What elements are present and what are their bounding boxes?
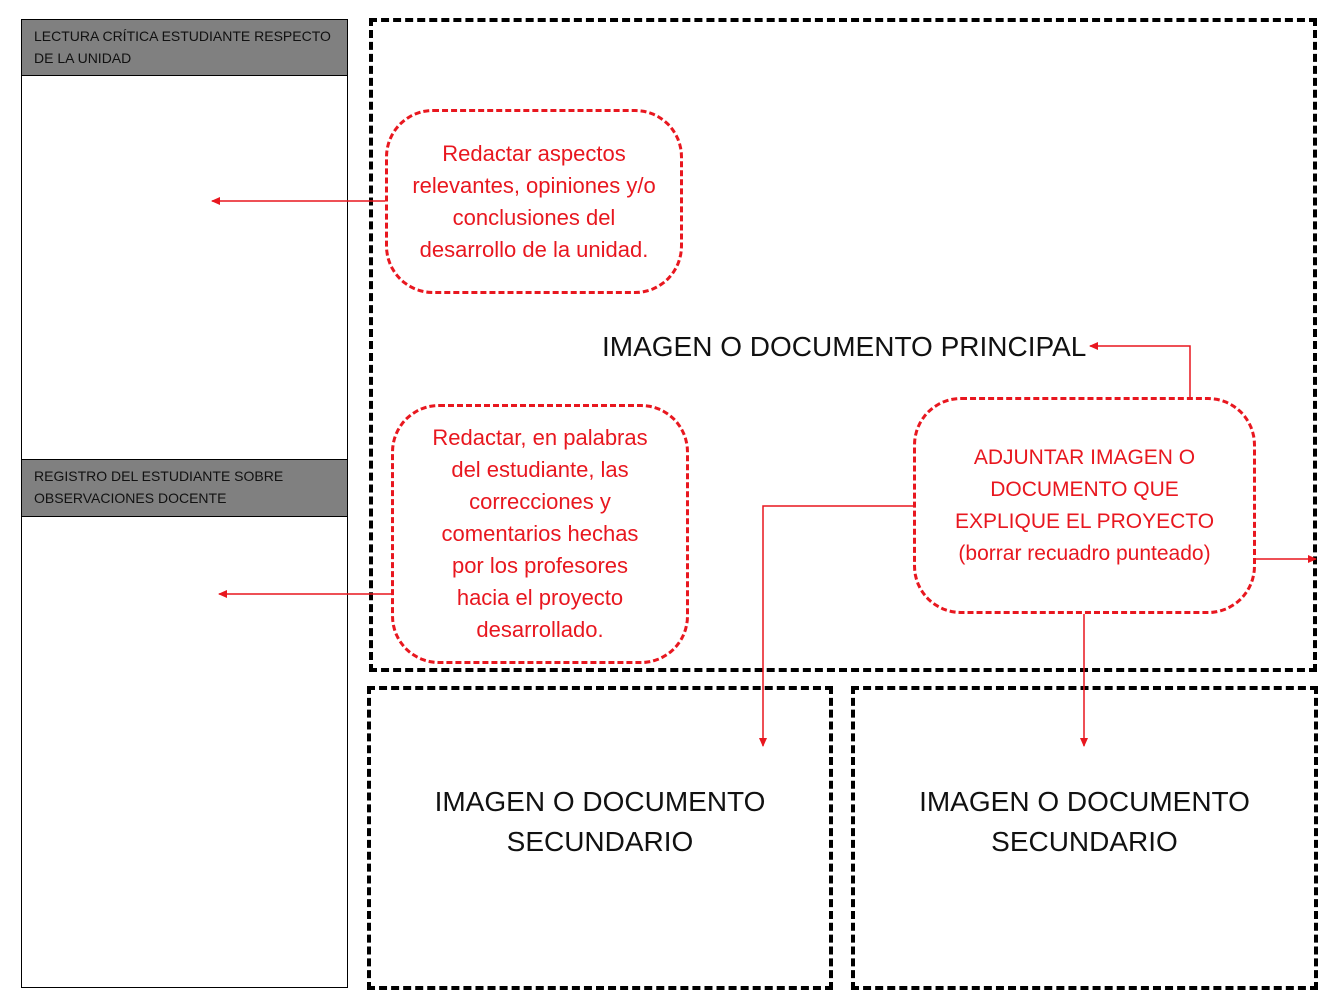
secondary-image-box-right[interactable]: IMAGEN O DOCUMENTO SECUNDARIO — [851, 686, 1318, 990]
note-attach-subtext: (borrar recuadro punteado) — [958, 541, 1211, 565]
note-attach-text: ADJUNTAR IMAGEN O DOCUMENTO QUE EXPLIQUE… — [954, 445, 1215, 533]
note-registry-text: Redactar, en palabras del estudiante, la… — [432, 425, 648, 642]
reading-panel-title: LECTURA CRÍTICA ESTUDIANTE RESPECTO DE L… — [34, 28, 331, 66]
reading-panel-body[interactable] — [21, 75, 348, 460]
note-reading-text: Redactar aspectos relevantes, opiniones … — [412, 140, 656, 262]
secondary-image-label-right: IMAGEN O DOCUMENTO SECUNDARIO — [919, 786, 1250, 857]
note-registry: Redactar, en palabras del estudiante, la… — [391, 404, 689, 664]
registry-panel-header: REGISTRO DEL ESTUDIANTE SOBRE OBSERVACIO… — [21, 459, 348, 517]
principal-image-label: IMAGEN O DOCUMENTO PRINCIPAL — [602, 331, 1087, 362]
secondary-image-box-left[interactable]: IMAGEN O DOCUMENTO SECUNDARIO — [367, 686, 833, 990]
registry-panel-body[interactable] — [21, 516, 348, 988]
reading-panel-header: LECTURA CRÍTICA ESTUDIANTE RESPECTO DE L… — [21, 19, 348, 76]
note-reading: Redactar aspectos relevantes, opiniones … — [385, 109, 683, 294]
note-attach: ADJUNTAR IMAGEN O DOCUMENTO QUE EXPLIQUE… — [913, 397, 1256, 614]
registry-panel-title: REGISTRO DEL ESTUDIANTE SOBRE OBSERVACIO… — [34, 468, 284, 506]
secondary-image-label-left: IMAGEN O DOCUMENTO SECUNDARIO — [434, 786, 766, 857]
